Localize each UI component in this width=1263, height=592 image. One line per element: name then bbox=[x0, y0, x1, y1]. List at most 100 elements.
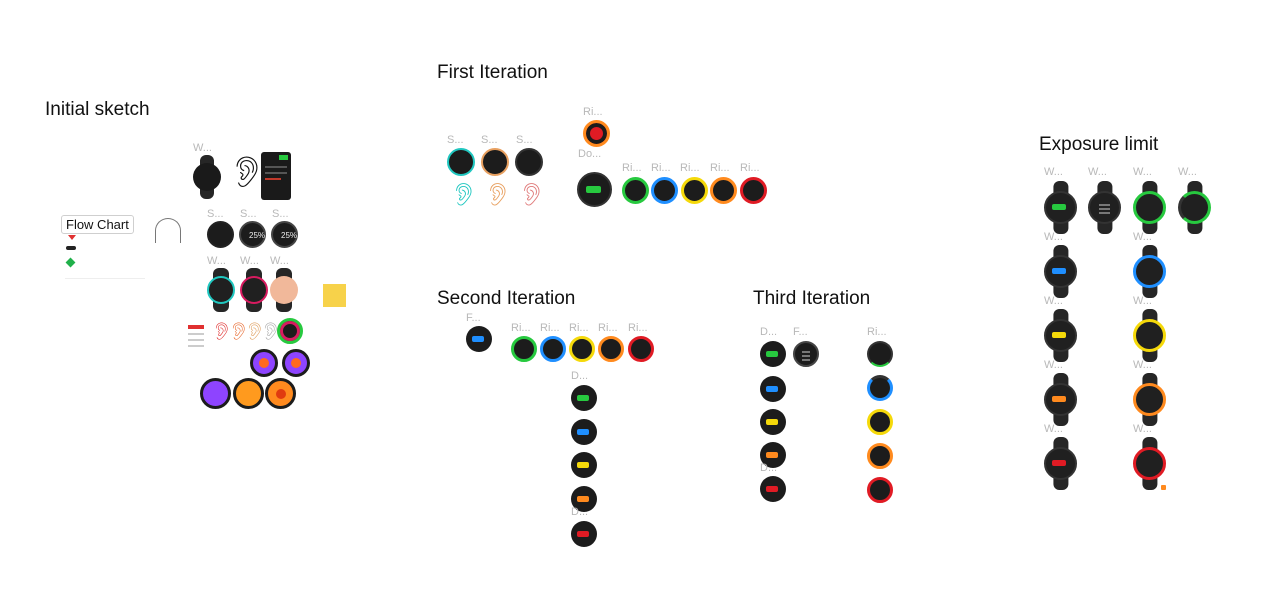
watch-frame[interactable] bbox=[1088, 181, 1121, 234]
watch-frame[interactable] bbox=[1044, 245, 1077, 298]
watch-frame[interactable] bbox=[270, 268, 298, 312]
frame-label: Ri... bbox=[740, 162, 760, 174]
frame-label: Ri... bbox=[710, 162, 730, 174]
frame-label: Ri... bbox=[867, 326, 887, 338]
ring-face-red[interactable] bbox=[867, 477, 893, 503]
ring-face-orange[interactable] bbox=[598, 336, 624, 362]
level-bar bbox=[765, 385, 779, 392]
watch-frame[interactable] bbox=[1044, 373, 1077, 426]
detail-face-red[interactable] bbox=[571, 521, 597, 547]
frame-label: S... bbox=[481, 134, 498, 146]
iteration-face[interactable] bbox=[447, 148, 475, 176]
watch-frame[interactable] bbox=[240, 268, 268, 312]
ear-icon: 👂︎ bbox=[450, 182, 478, 207]
detail-face-blue[interactable] bbox=[760, 376, 786, 402]
ring-face-green[interactable] bbox=[622, 177, 649, 204]
detail-face-blue[interactable] bbox=[571, 419, 597, 445]
frame-label: S... bbox=[516, 134, 533, 146]
watch-frame[interactable] bbox=[1178, 181, 1211, 234]
ring-face-blue[interactable] bbox=[540, 336, 566, 362]
watch-frame[interactable] bbox=[207, 268, 235, 312]
green-indicator bbox=[279, 155, 288, 160]
watch-frame[interactable] bbox=[1044, 309, 1077, 362]
detail-face-green[interactable] bbox=[571, 385, 597, 411]
ring-face-green[interactable] bbox=[511, 336, 537, 362]
watch-frame[interactable] bbox=[1044, 181, 1077, 234]
frame-label: Ri... bbox=[511, 322, 531, 334]
inner-dot bbox=[259, 358, 269, 368]
watch-face bbox=[1133, 447, 1166, 480]
sketch-watch-face[interactable]: 25% bbox=[271, 221, 298, 248]
frame-label: Ri... bbox=[680, 162, 700, 174]
level-bar bbox=[471, 335, 485, 342]
inner-dot bbox=[276, 389, 286, 399]
ring-face[interactable] bbox=[583, 120, 610, 147]
iteration-face[interactable] bbox=[481, 148, 509, 176]
level-bar bbox=[576, 394, 590, 401]
ring-face-orange[interactable] bbox=[710, 177, 737, 204]
watch-frame[interactable] bbox=[1044, 437, 1077, 490]
ring-face-red[interactable] bbox=[628, 336, 654, 362]
flow-chart-tooltip[interactable]: Flow Chart bbox=[61, 215, 134, 234]
detail-face-orange[interactable] bbox=[760, 442, 786, 468]
ring-face-blue[interactable] bbox=[651, 177, 678, 204]
watch-face bbox=[1178, 191, 1211, 224]
sketch-watch-face[interactable] bbox=[207, 221, 234, 248]
color-circle[interactable] bbox=[200, 378, 231, 409]
ring-face-yellow[interactable] bbox=[867, 409, 893, 435]
ring-face-yellow[interactable] bbox=[569, 336, 595, 362]
detail-face-yellow[interactable] bbox=[571, 452, 597, 478]
color-circle[interactable] bbox=[265, 378, 296, 409]
frame-label: Ri... bbox=[540, 322, 560, 334]
frame-label: Ri... bbox=[598, 322, 618, 334]
detail-face-yellow[interactable] bbox=[760, 409, 786, 435]
watch-frame[interactable] bbox=[1133, 309, 1166, 362]
section-title-exposure-limit: Exposure limit bbox=[1039, 134, 1159, 155]
text-line bbox=[801, 351, 811, 353]
phone-screen[interactable] bbox=[261, 152, 291, 200]
ring-face-yellow[interactable] bbox=[681, 177, 708, 204]
watch-frame[interactable] bbox=[1133, 245, 1166, 298]
ear-icon: 👂︎ bbox=[260, 322, 282, 341]
ring-face-orange[interactable] bbox=[867, 443, 893, 469]
detail-face-red[interactable] bbox=[760, 476, 786, 502]
text-line bbox=[1098, 208, 1111, 210]
watch-frame[interactable] bbox=[1133, 181, 1166, 234]
sketch-watch-face[interactable]: 25% bbox=[239, 221, 266, 248]
info-face[interactable] bbox=[793, 341, 819, 367]
watch-frame[interactable] bbox=[1133, 373, 1166, 426]
frame-label: S... bbox=[240, 208, 257, 220]
sticky-note[interactable] bbox=[323, 284, 346, 307]
level-bar bbox=[1052, 332, 1067, 339]
frame-label: W... bbox=[1178, 166, 1197, 178]
watch-face bbox=[1133, 319, 1166, 352]
color-circle[interactable] bbox=[233, 378, 264, 409]
level-bar bbox=[576, 530, 590, 537]
ring-face-green[interactable] bbox=[867, 341, 893, 367]
iteration-face[interactable] bbox=[515, 148, 543, 176]
menu-line bbox=[188, 333, 204, 335]
red-arrow-icon bbox=[68, 235, 76, 240]
color-circle[interactable] bbox=[250, 349, 278, 377]
watch-frame[interactable] bbox=[1133, 437, 1166, 490]
level-bar bbox=[1052, 460, 1067, 467]
watch-frame[interactable] bbox=[193, 155, 221, 199]
watch-face bbox=[270, 276, 298, 304]
frame-label: D... bbox=[571, 370, 589, 382]
arc-sketch bbox=[155, 218, 181, 243]
iteration-face[interactable] bbox=[466, 326, 492, 352]
ring-face-red[interactable] bbox=[740, 177, 767, 204]
detail-face-green[interactable] bbox=[760, 341, 786, 367]
ring-face-blue[interactable] bbox=[867, 375, 893, 401]
section-title-second-iteration: Second Iteration bbox=[437, 288, 576, 309]
color-circle[interactable] bbox=[282, 349, 310, 377]
watch-face bbox=[193, 163, 221, 191]
pill-shape bbox=[66, 246, 76, 250]
activity-ring-face[interactable] bbox=[277, 318, 303, 344]
watch-face bbox=[1133, 255, 1166, 288]
iteration-face[interactable] bbox=[577, 172, 612, 207]
frame-label: Ri... bbox=[622, 162, 642, 174]
frame-label: S... bbox=[272, 208, 289, 220]
text-line bbox=[265, 178, 281, 180]
detail-face-orange[interactable] bbox=[571, 486, 597, 512]
